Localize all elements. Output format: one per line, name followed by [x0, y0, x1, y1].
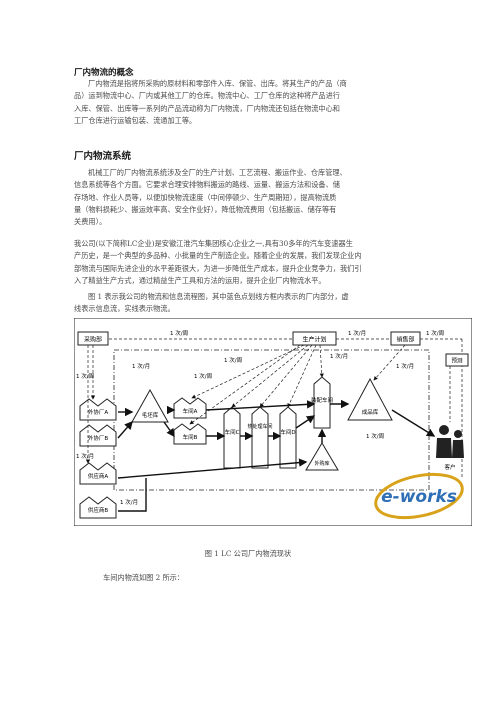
- text-line: 图 1 表示我公司的物流和信息流程图，其中蓝色点划线方框内表示的厂内部分，虚: [88, 292, 349, 301]
- text-line: 我公司(以下简称LC企业)是安徽江淮汽车集团核心企业之一,具有30多年的汽车变速…: [74, 239, 353, 248]
- supplier-b-icon: [79, 496, 117, 519]
- e-works-watermark-logo: e-works: [374, 472, 464, 520]
- info-line: [191, 344, 305, 399]
- supplier-a-icon: [79, 462, 117, 485]
- frequency-label: 1 次/月: [132, 362, 150, 370]
- text-line: 线表示信息流，实线表示物流。: [74, 304, 175, 314]
- frequency-label: 1 次/周: [366, 432, 384, 440]
- frequency-label: 1 次/周: [170, 329, 188, 337]
- vendor-a-icon: [79, 398, 117, 421]
- finished-goods-icon: [347, 377, 393, 421]
- procurement-label: 采购部: [84, 336, 102, 344]
- vendor-b-label: 外协厂B: [88, 434, 109, 442]
- workshop-b-label: 车间B: [183, 433, 198, 441]
- workshop-d-label: 车间D: [280, 428, 295, 436]
- workshop-c-icon: [223, 406, 241, 469]
- text-line: 存场地、作业人员等，以便加快物流速度（中间停顿少、生产周期短），提高物流质: [74, 192, 337, 202]
- assembly-label: 装配车间: [311, 396, 333, 404]
- text-line: 信息系统等各个方面。它要求合理安排物料搬运的路线、运量、搬运方法和设备、储: [74, 180, 340, 190]
- text-line: 量（物料损耗少、搬运效率高、安全作业好），降低物流费用（包括搬运、储存等有: [74, 204, 337, 214]
- customer-icon: [436, 425, 464, 458]
- figure-caption: 图 1 LC 公司厂内物流现状: [204, 549, 292, 558]
- outsourced-warehouse-label: 外购库: [314, 460, 329, 467]
- frequency-label: 1 次/周: [426, 329, 444, 337]
- info-line: [373, 344, 406, 381]
- flow-line: [117, 458, 308, 479]
- flow-line: [163, 421, 175, 438]
- system-paragraph-2: 我公司(以下简称LC企业)是安徽江淮汽车集团核心企业之一,具有30多年的汽车变速…: [74, 238, 426, 287]
- text-line: 品）运到物流中心、厂内或其他工厂的仓库。物流中心、工厂仓库的这种将产品进行: [74, 91, 340, 101]
- text-line: 关费用）。: [74, 217, 107, 227]
- flow-line: [391, 409, 436, 437]
- trailing-text: 车间内物流如图 2 所示：: [103, 573, 185, 582]
- frequency-label: 1 次/周: [76, 372, 94, 380]
- outsourced-warehouse-icon: [305, 442, 339, 471]
- logistics-flow-diagram: 采购部 生产计划 销售部 预测 外协厂A 外协厂B 毛坯库 车间A 车间B 车间…: [74, 318, 472, 526]
- watermark-text: e-works: [381, 487, 457, 507]
- production-plan-box: [292, 331, 337, 346]
- heat-treatment-label: 热处理车间: [247, 423, 272, 430]
- section-title-system: 厂内物流系统: [74, 151, 132, 162]
- text-line: 工厂仓库进行运输包装、流通加工等。: [74, 115, 197, 125]
- supplier-a-label: 供应商A: [88, 472, 109, 480]
- forecast-label: 预测: [451, 357, 463, 365]
- info-line: [259, 344, 313, 408]
- heat-treatment-icon: [251, 406, 269, 469]
- frequency-label: 1 次/周: [194, 372, 212, 380]
- info-line: [287, 344, 317, 408]
- info-line: [189, 344, 301, 425]
- production-plan-label: 生产计划: [302, 336, 326, 344]
- frequency-label: 1 次/月: [396, 362, 414, 370]
- system-paragraph-1: 机械工厂的厂内物流系统涉及全厂的生产计划、工艺流程、搬运作业、仓库管理、 信息系…: [74, 167, 426, 228]
- text-line: 部物流与国际先进企业的水平差距很大，为进一步降低生产成本，提升企业竞争力，我们引: [74, 263, 362, 273]
- flow-line: [295, 415, 316, 429]
- supplier-b-label: 供应商B: [88, 506, 109, 514]
- frequency-label: 1 次/月: [120, 498, 138, 506]
- customer-label: 客户: [444, 463, 455, 471]
- workshop-c-label: 车间C: [225, 428, 240, 436]
- frequency-label: 1 次/周: [224, 356, 242, 364]
- info-line: [319, 344, 324, 378]
- workshop-b-icon: [173, 423, 207, 445]
- text-line: 入库、保管、出库等一系列的产品流动称为厂内物流，厂内物流还包括在物流中心和: [74, 103, 340, 113]
- flow-line: [118, 478, 147, 512]
- assembly-icon: [313, 376, 331, 429]
- text-line: 机械工厂的厂内物流系统涉及全厂的生产计划、工艺流程、搬运作业、仓库管理、: [88, 168, 347, 177]
- frequency-label: 1 次/月: [348, 329, 366, 337]
- concept-paragraph: 厂内物流是指将所采购的原材料和零部件入库、保管、出库。将其生产的产品（商 品）运…: [74, 78, 426, 127]
- system-paragraph-3: 图 1 表示我公司的物流和信息流程图，其中蓝色点划线方框内表示的厂内部分，虚 线…: [74, 291, 426, 316]
- section-title-concept: 厂内物流的概念: [74, 68, 134, 78]
- info-line: [231, 344, 309, 408]
- vendor-a-label: 外协厂A: [88, 408, 109, 416]
- forecast-box: [445, 353, 469, 367]
- sales-box: [390, 331, 421, 346]
- finished-goods-label: 成品库: [362, 408, 379, 416]
- frequency-label: 1 次/月: [330, 352, 348, 360]
- vendor-b-icon: [79, 424, 117, 447]
- flow-line: [117, 420, 133, 439]
- workshop-a-label: 车间A: [183, 407, 198, 415]
- text-line: 产历史，是一个典型的多品种、小批量的生产制造企业。随着企业的发展，我们发现企业内: [74, 251, 362, 261]
- blank-warehouse-label: 毛坯库: [142, 411, 159, 419]
- frequency-label: 1 次/月: [76, 452, 94, 460]
- sales-label: 销售部: [396, 336, 414, 344]
- text-line: 厂内物流是指将所采购的原材料和零部件入库、保管、出库。将其生产的产品（商: [88, 79, 347, 88]
- workshop-d-icon: [279, 406, 297, 469]
- blank-warehouse-icon: [131, 388, 169, 423]
- text-line: 入了精益生产方式，通过精益生产工具和方法的运用，提升企业厂内物流水平。: [74, 275, 326, 285]
- workshop-a-icon: [173, 397, 207, 419]
